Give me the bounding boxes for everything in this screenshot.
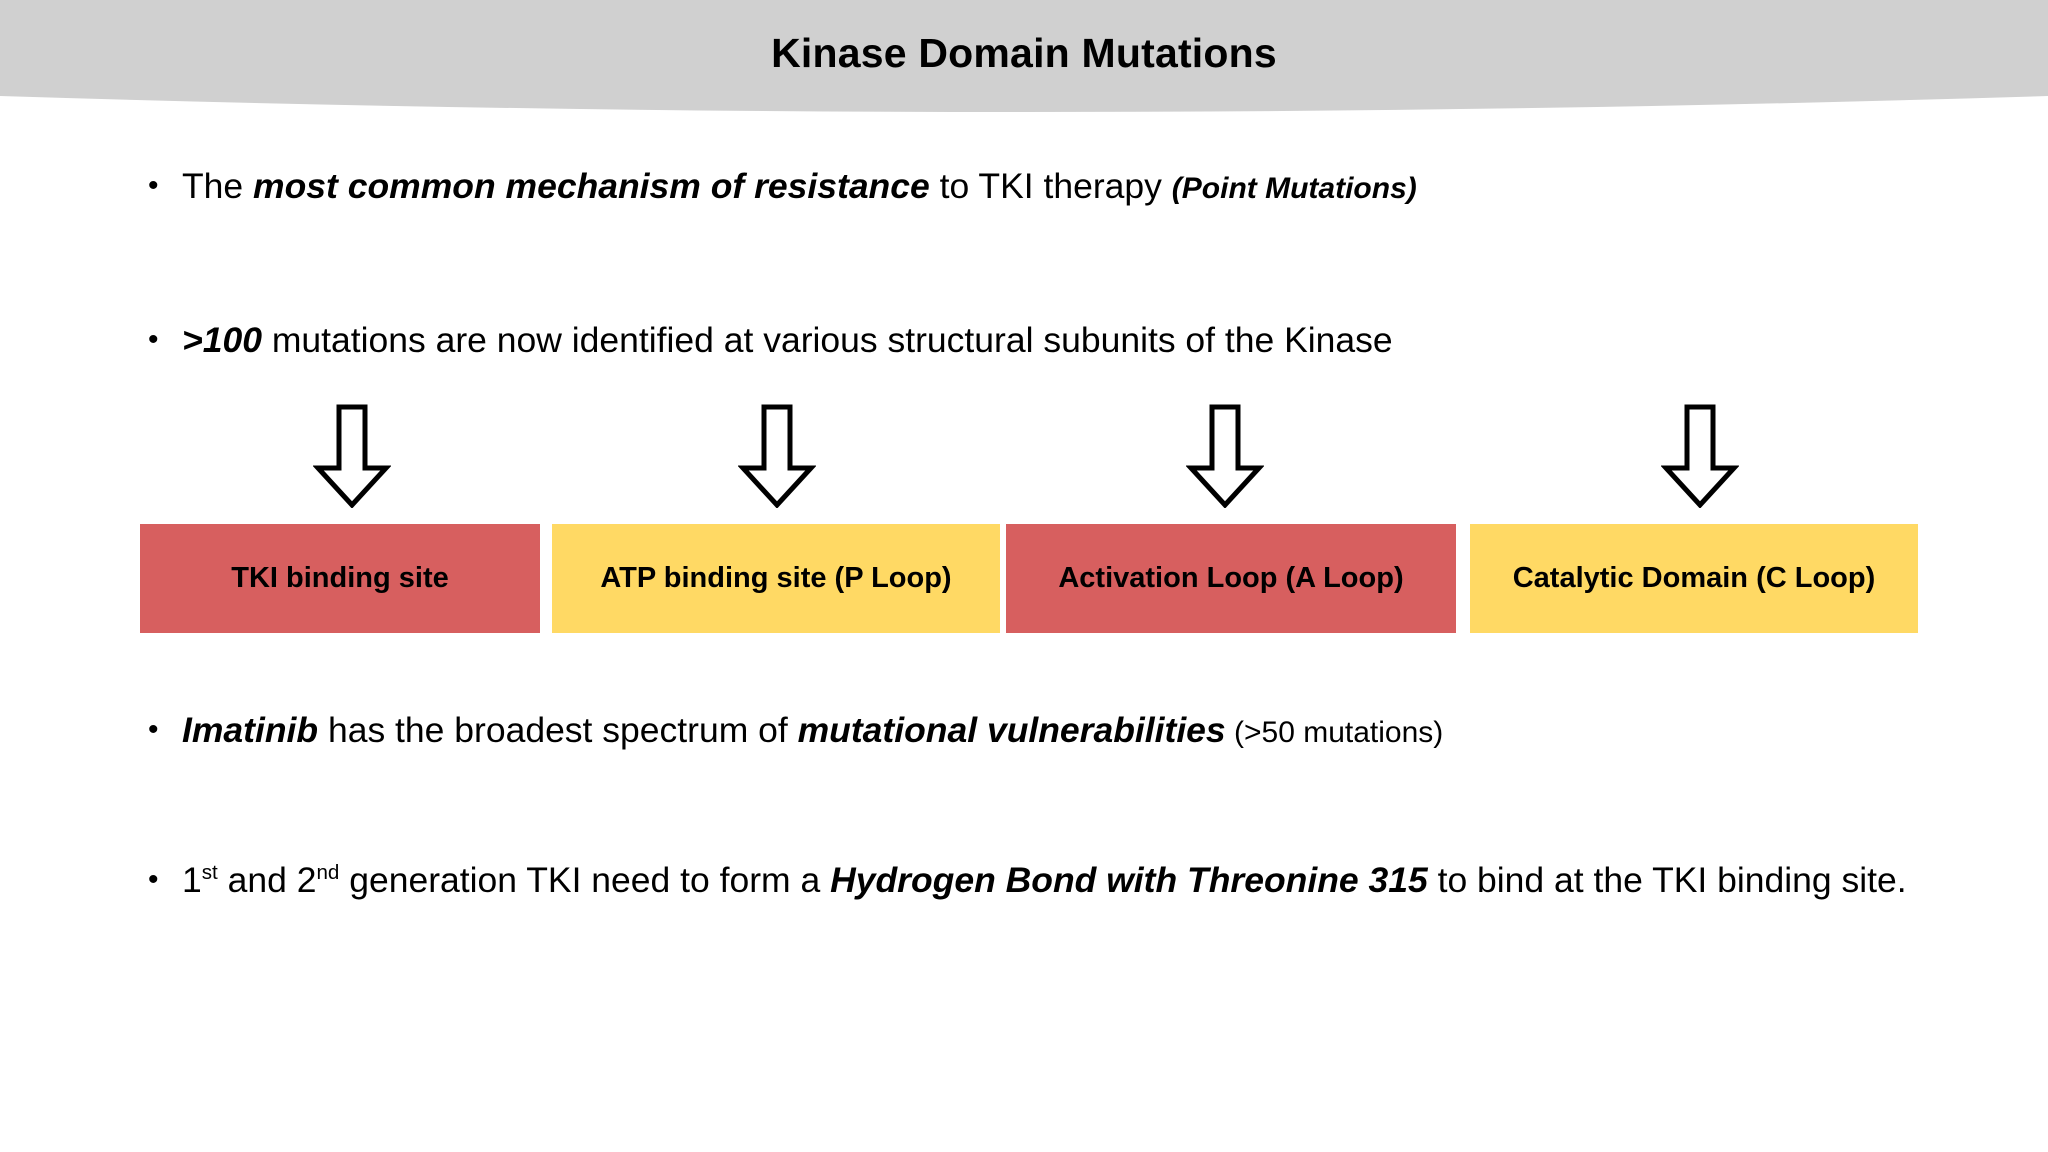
domain-box-catalytic-domain: Catalytic Domain (C Loop)	[1470, 524, 1918, 633]
bullet-marker-2: •	[148, 323, 159, 356]
bullet-text-2: >100 mutations are now identified at var…	[182, 320, 1948, 362]
bullet-3-seg-3: (>50 mutations)	[1225, 716, 1444, 749]
down-arrow-icon-aloop	[1186, 404, 1264, 508]
bullet-4-sup-st: st	[201, 861, 218, 885]
bullet-marker-1: •	[148, 169, 159, 202]
bullet-text-4: 1st and 2nd generation TKI need to form …	[182, 860, 1908, 902]
page-title: Kinase Domain Mutations	[771, 30, 1277, 76]
bullet-text-3: Imatinib has the broadest spectrum of mu…	[182, 710, 1948, 752]
bullet-4-seg-6: to bind at the TKI binding site.	[1427, 860, 1907, 900]
domain-box-tki-binding-site: TKI binding site	[140, 524, 540, 633]
bullet-4-seg-4: generation TKI need to form a	[339, 860, 831, 900]
bullet-text-1: The most common mechanism of resistance …	[182, 166, 1948, 208]
slide-header-banner	[0, 0, 2048, 122]
bullet-4-seg-5: Hydrogen Bond with Threonine 315	[830, 860, 1428, 900]
bullet-1-seg-0: The	[182, 166, 254, 206]
down-arrow-icon-cloop	[1661, 404, 1739, 508]
bullet-marker-4: •	[148, 863, 159, 896]
domain-box-label: Activation Loop (A Loop)	[1058, 562, 1404, 594]
domain-box-atp-binding-site: ATP binding site (P Loop)	[552, 524, 1000, 633]
bullet-point-3: • Imatinib has the broadest spectrum of …	[148, 710, 1948, 752]
bullet-3-seg-0: Imatinib	[182, 710, 319, 750]
bullet-2-seg-0: >100	[182, 320, 262, 360]
bullet-4-sup-nd: nd	[316, 861, 340, 885]
bullet-point-4: • 1st and 2nd generation TKI need to for…	[148, 860, 1908, 902]
bullet-4-seg-0: 1	[182, 860, 202, 900]
bullet-3-seg-2: mutational vulnerabilities	[797, 710, 1226, 750]
bullet-3-seg-1: has the broadest spectrum of	[318, 710, 798, 750]
bullet-point-1: • The most common mechanism of resistanc…	[148, 166, 1948, 208]
domain-box-label: Catalytic Domain (C Loop)	[1512, 562, 1876, 594]
bullet-1-seg-2: to TKI therapy	[929, 166, 1172, 206]
domain-box-label: TKI binding site	[231, 562, 449, 594]
bullet-point-2: • >100 mutations are now identified at v…	[148, 320, 1948, 362]
bullet-1-seg-3: (Point Mutations)	[1171, 172, 1417, 205]
bullet-4-seg-2: and 2	[217, 860, 317, 900]
bullet-2-seg-1: mutations are now identified at various …	[261, 320, 1393, 360]
down-arrow-icon-atp	[738, 404, 816, 508]
bullet-1-seg-1: most common mechanism of resistance	[253, 166, 930, 206]
down-arrow-icon-tki	[313, 404, 391, 508]
bullet-marker-3: •	[148, 713, 159, 746]
domain-box-activation-loop: Activation Loop (A Loop)	[1006, 524, 1456, 633]
domain-box-label: ATP binding site (P Loop)	[600, 562, 952, 594]
